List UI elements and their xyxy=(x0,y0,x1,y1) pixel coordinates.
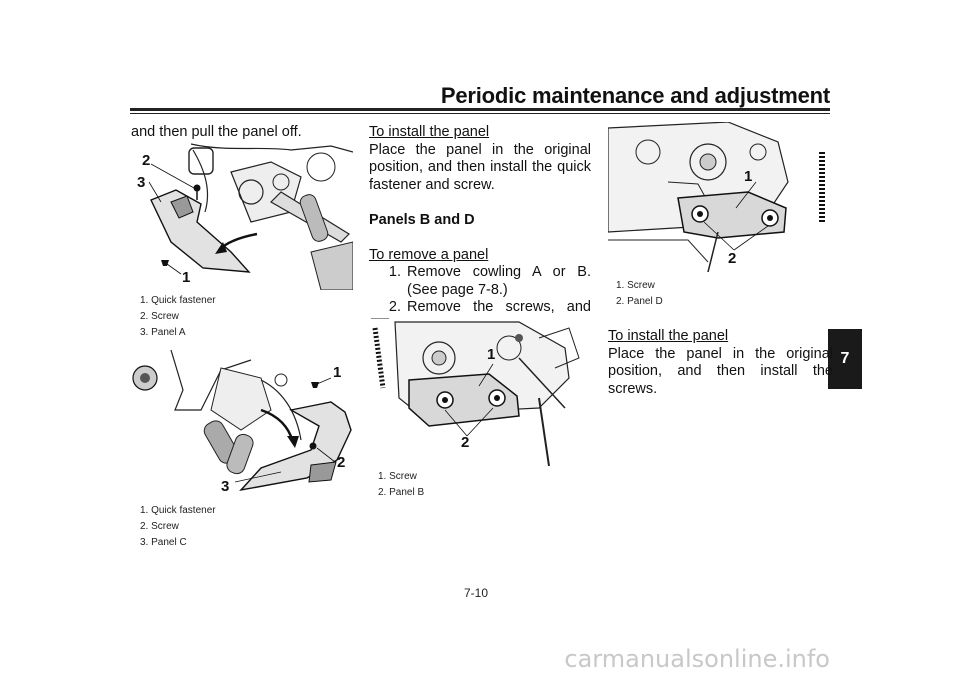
caption-item: 2. Panel D xyxy=(616,296,663,307)
list-item-number: 1. xyxy=(388,264,401,280)
callout-label: 2 xyxy=(142,152,151,169)
remove-heading: To remove a panel xyxy=(369,246,489,263)
list-item: 1. Remove cowling A or B. (See page 7-8.… xyxy=(369,264,591,299)
callout-label: 1 xyxy=(744,168,753,185)
list-item-text: Remove cowling A or B. (See page 7-8.) xyxy=(407,264,591,298)
caption-item: 1. Screw xyxy=(616,280,655,291)
caption-item: 2. Screw xyxy=(140,311,179,322)
figure-panel-c: 1 1 2 3 xyxy=(131,350,353,498)
page-number: 7-10 xyxy=(464,586,489,600)
caption-item: 1. Quick fastener xyxy=(140,295,216,306)
col2-text: To install the panel Place the panel in … xyxy=(369,124,591,334)
figure-panel-a-caption: 1. Quick fastener 2. Screw 3. Panel A xyxy=(140,293,216,341)
figure-panel-c-drawing xyxy=(131,350,353,498)
figure-panel-b-caption: 1. Screw 2. Panel B xyxy=(378,469,424,501)
callout-label: 2 xyxy=(461,434,470,451)
figure-panel-b: 1 2 xyxy=(369,318,591,466)
caption-item: 2. Screw xyxy=(140,521,179,532)
install-text: Place the panel in the original position… xyxy=(369,141,591,193)
watermark: carmanualsonline.info xyxy=(564,645,830,673)
callout-label: 1 xyxy=(333,364,342,381)
figure-panel-d-caption: 1. Screw 2. Panel D xyxy=(616,278,663,310)
section-heading: Panels B and D xyxy=(369,211,475,228)
caption-item: 2. Panel B xyxy=(378,487,425,498)
callout-label: 3 xyxy=(137,174,146,191)
figure-panel-b-drawing xyxy=(369,318,591,466)
install-text-2: Place the panel in the original position… xyxy=(608,345,833,397)
callout-label: 3 xyxy=(221,478,230,495)
header-rule-thin xyxy=(130,113,830,114)
caption-item: 1. Quick fastener xyxy=(140,505,216,516)
callout-label: 2 xyxy=(337,454,346,471)
install-heading-2: To install the panel xyxy=(608,328,729,344)
figure-panel-a: 2 3 1 xyxy=(131,142,353,290)
list-item-number: 2. xyxy=(388,299,401,315)
caption-item: 3. Panel A xyxy=(140,327,186,338)
callout-label: 1 xyxy=(487,346,496,363)
figure-panel-c-caption: 1. Quick fastener 2. Screw 3. Panel C xyxy=(140,503,216,551)
figure-panel-d: 1 2 xyxy=(608,122,834,272)
figure-panel-d-drawing xyxy=(608,122,834,272)
header-rule xyxy=(130,108,830,111)
col3-text: To install the panel Place the panel in … xyxy=(608,328,833,398)
install-heading: To install the panel xyxy=(369,124,490,140)
figure-panel-a-drawing xyxy=(131,142,353,290)
callout-label: 2 xyxy=(728,250,737,267)
page-title: Periodic maintenance and adjustment xyxy=(440,83,830,108)
chapter-tab: 7 xyxy=(828,329,862,389)
col1-intro-text: and then pull the panel off. xyxy=(131,124,302,140)
caption-item: 1. Screw xyxy=(378,471,417,482)
caption-item: 3. Panel C xyxy=(140,537,187,548)
callout-label: 1 xyxy=(182,269,191,286)
